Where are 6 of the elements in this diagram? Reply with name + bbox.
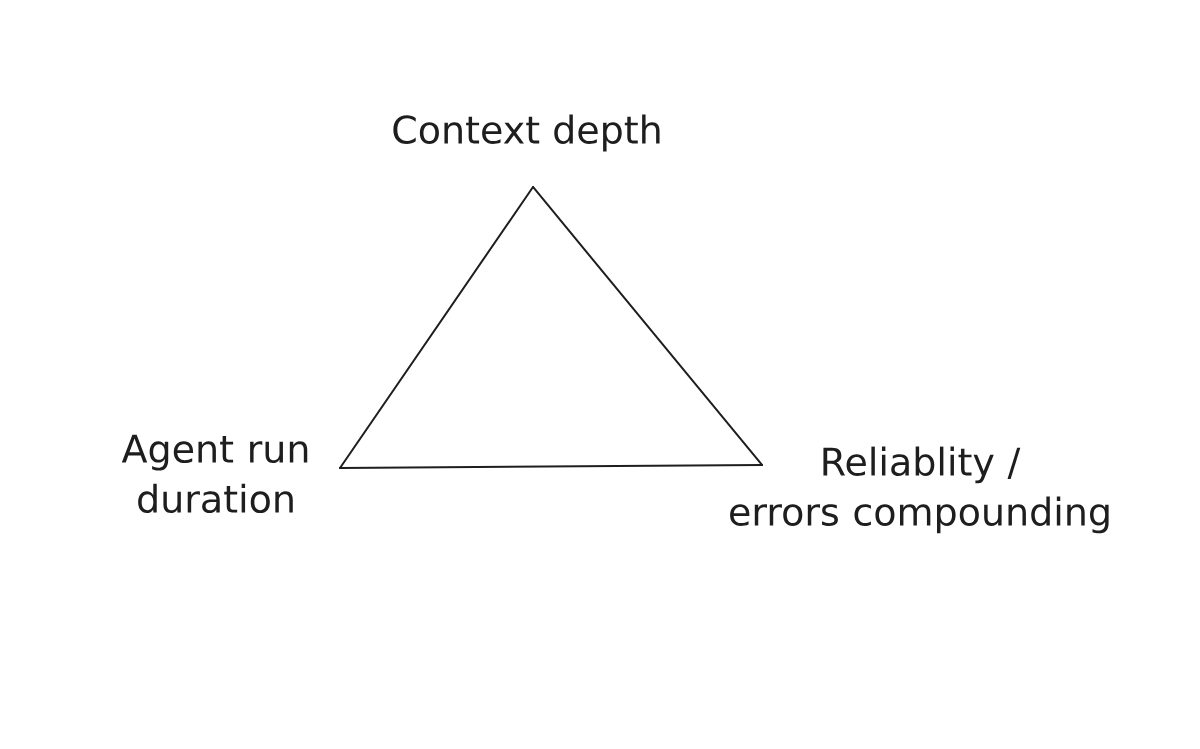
vertex-label: Agent run duration <box>121 434 308 514</box>
triangle-side <box>339 464 763 469</box>
triangle-side <box>532 186 763 466</box>
vertex-label: Context depth <box>393 114 660 152</box>
vertex-label: Reliablity / errors compounding <box>730 446 1109 534</box>
triangle-side <box>339 186 534 469</box>
